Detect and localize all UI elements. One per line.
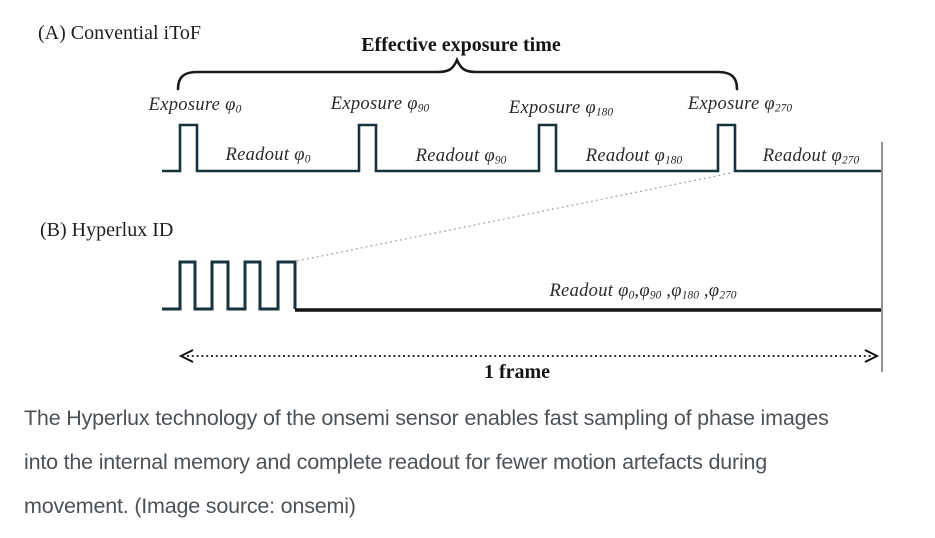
panel-a-title: (A) Convential iToF: [38, 22, 202, 44]
exposure-phi90-label: Exposure φ90: [330, 94, 430, 115]
waveform-b-pulse-burst: [162, 260, 297, 311]
effective-exposure-brace: [176, 56, 739, 91]
waveform-a-pulses: [162, 123, 881, 173]
readout-all-phases-label: Readout φ0,φ90 ,φ180 ,φ270: [549, 281, 737, 302]
exposure-phi0-label: Exposure φ0: [148, 95, 242, 116]
readout-phi0-label: Readout φ0: [225, 145, 311, 166]
readout-phi180-label: Readout φ180: [585, 146, 683, 167]
expansion-dotted-line: [296, 172, 732, 262]
readout-phi270-label: Readout φ270: [762, 146, 860, 167]
panel-b-title: (B) Hyperlux ID: [40, 219, 174, 241]
arrowhead-left-icon: [178, 349, 194, 363]
arrowhead-right-icon: [864, 349, 880, 363]
exposure-phi270-label: Exposure φ270: [687, 94, 793, 115]
readout-phi90-label: Readout φ90: [415, 146, 507, 167]
exposure-phi180-label: Exposure φ180: [508, 98, 614, 119]
caption-line-1: The Hyperlux technology of the onsemi se…: [24, 406, 829, 430]
caption-line-2: into the internal memory and complete re…: [24, 450, 768, 474]
caption-line-3: movement. (Image source: onsemi): [24, 494, 356, 518]
one-frame-label: 1 frame: [483, 361, 551, 383]
effective-exposure-label: Effective exposure time: [361, 34, 561, 56]
